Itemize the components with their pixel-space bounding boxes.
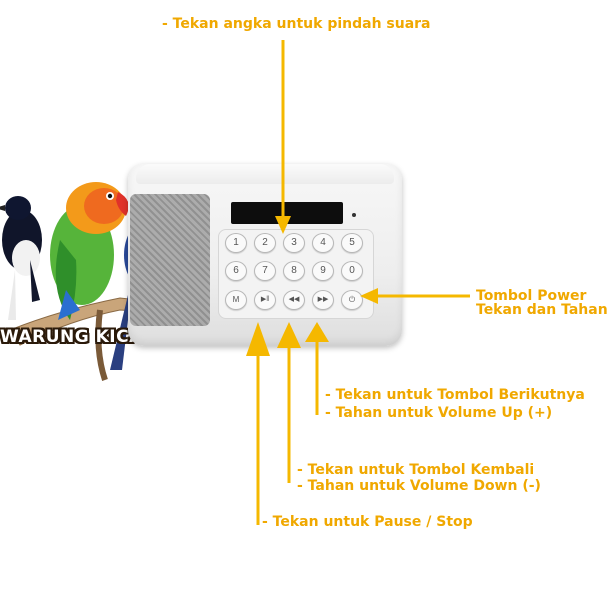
key-9[interactable]: 9 [312,261,334,281]
arrow-head-power [360,288,378,304]
speaker-grille [130,194,210,326]
key-2[interactable]: 2 [254,233,276,253]
label-next-line2: - Tahan untuk Volume Up (+) [325,405,553,421]
arrow-head-next [305,322,329,342]
key-5[interactable]: 5 [341,233,363,253]
key-0[interactable]: 0 [341,261,363,281]
label-pause: - Tekan untuk Pause / Stop [262,514,473,530]
key-mode[interactable]: M [225,290,247,310]
key-6[interactable]: 6 [225,261,247,281]
brand-logo-text: WARUNG KICAU [0,327,157,347]
key-1[interactable]: 1 [225,233,247,253]
label-previous-line1: - Tekan untuk Tombol Kembali [297,462,535,478]
previous-icon[interactable]: ◀◀ [283,290,305,310]
key-4[interactable]: 4 [312,233,334,253]
label-next-line1: - Tekan untuk Tombol Berikutnya [325,387,585,403]
arrow-head-number-keys [275,216,291,234]
magpie-robin-illustration [0,196,42,320]
label-next: - Tekan untuk Tombol Berikutnya - Tahan … [325,386,585,422]
mic-hole [352,213,356,217]
key-7[interactable]: 7 [254,261,276,281]
label-previous-line2: - Tahan untuk Volume Down (-) [297,478,541,494]
lovebird-illustration [50,182,129,320]
next-icon[interactable]: ▶▶ [312,290,334,310]
label-number-keys: - Tekan angka untuk pindah suara [162,16,431,32]
label-power-line2: Tekan dan Tahan [476,302,608,318]
bird-sound-device: 1 2 3 4 5 6 7 8 9 0 M ▶‖ ◀◀ ▶▶ ⏻ [128,164,402,346]
device-top-panel [136,164,394,184]
arrow-head-previous [277,322,301,348]
keypad: 1 2 3 4 5 6 7 8 9 0 M ▶‖ ◀◀ ▶▶ ⏻ [218,229,374,319]
pause-play-icon[interactable]: ▶‖ [254,290,276,310]
key-3[interactable]: 3 [283,233,305,253]
led-display [231,202,343,224]
label-power-line1: Tombol Power [476,288,587,304]
label-power: Tombol Power Tekan dan Tahan [476,289,608,317]
arrow-head-pause [246,322,270,356]
power-icon[interactable]: ⏻ [341,290,363,310]
label-previous: - Tekan untuk Tombol Kembali - Tahan unt… [297,462,541,494]
key-8[interactable]: 8 [283,261,305,281]
